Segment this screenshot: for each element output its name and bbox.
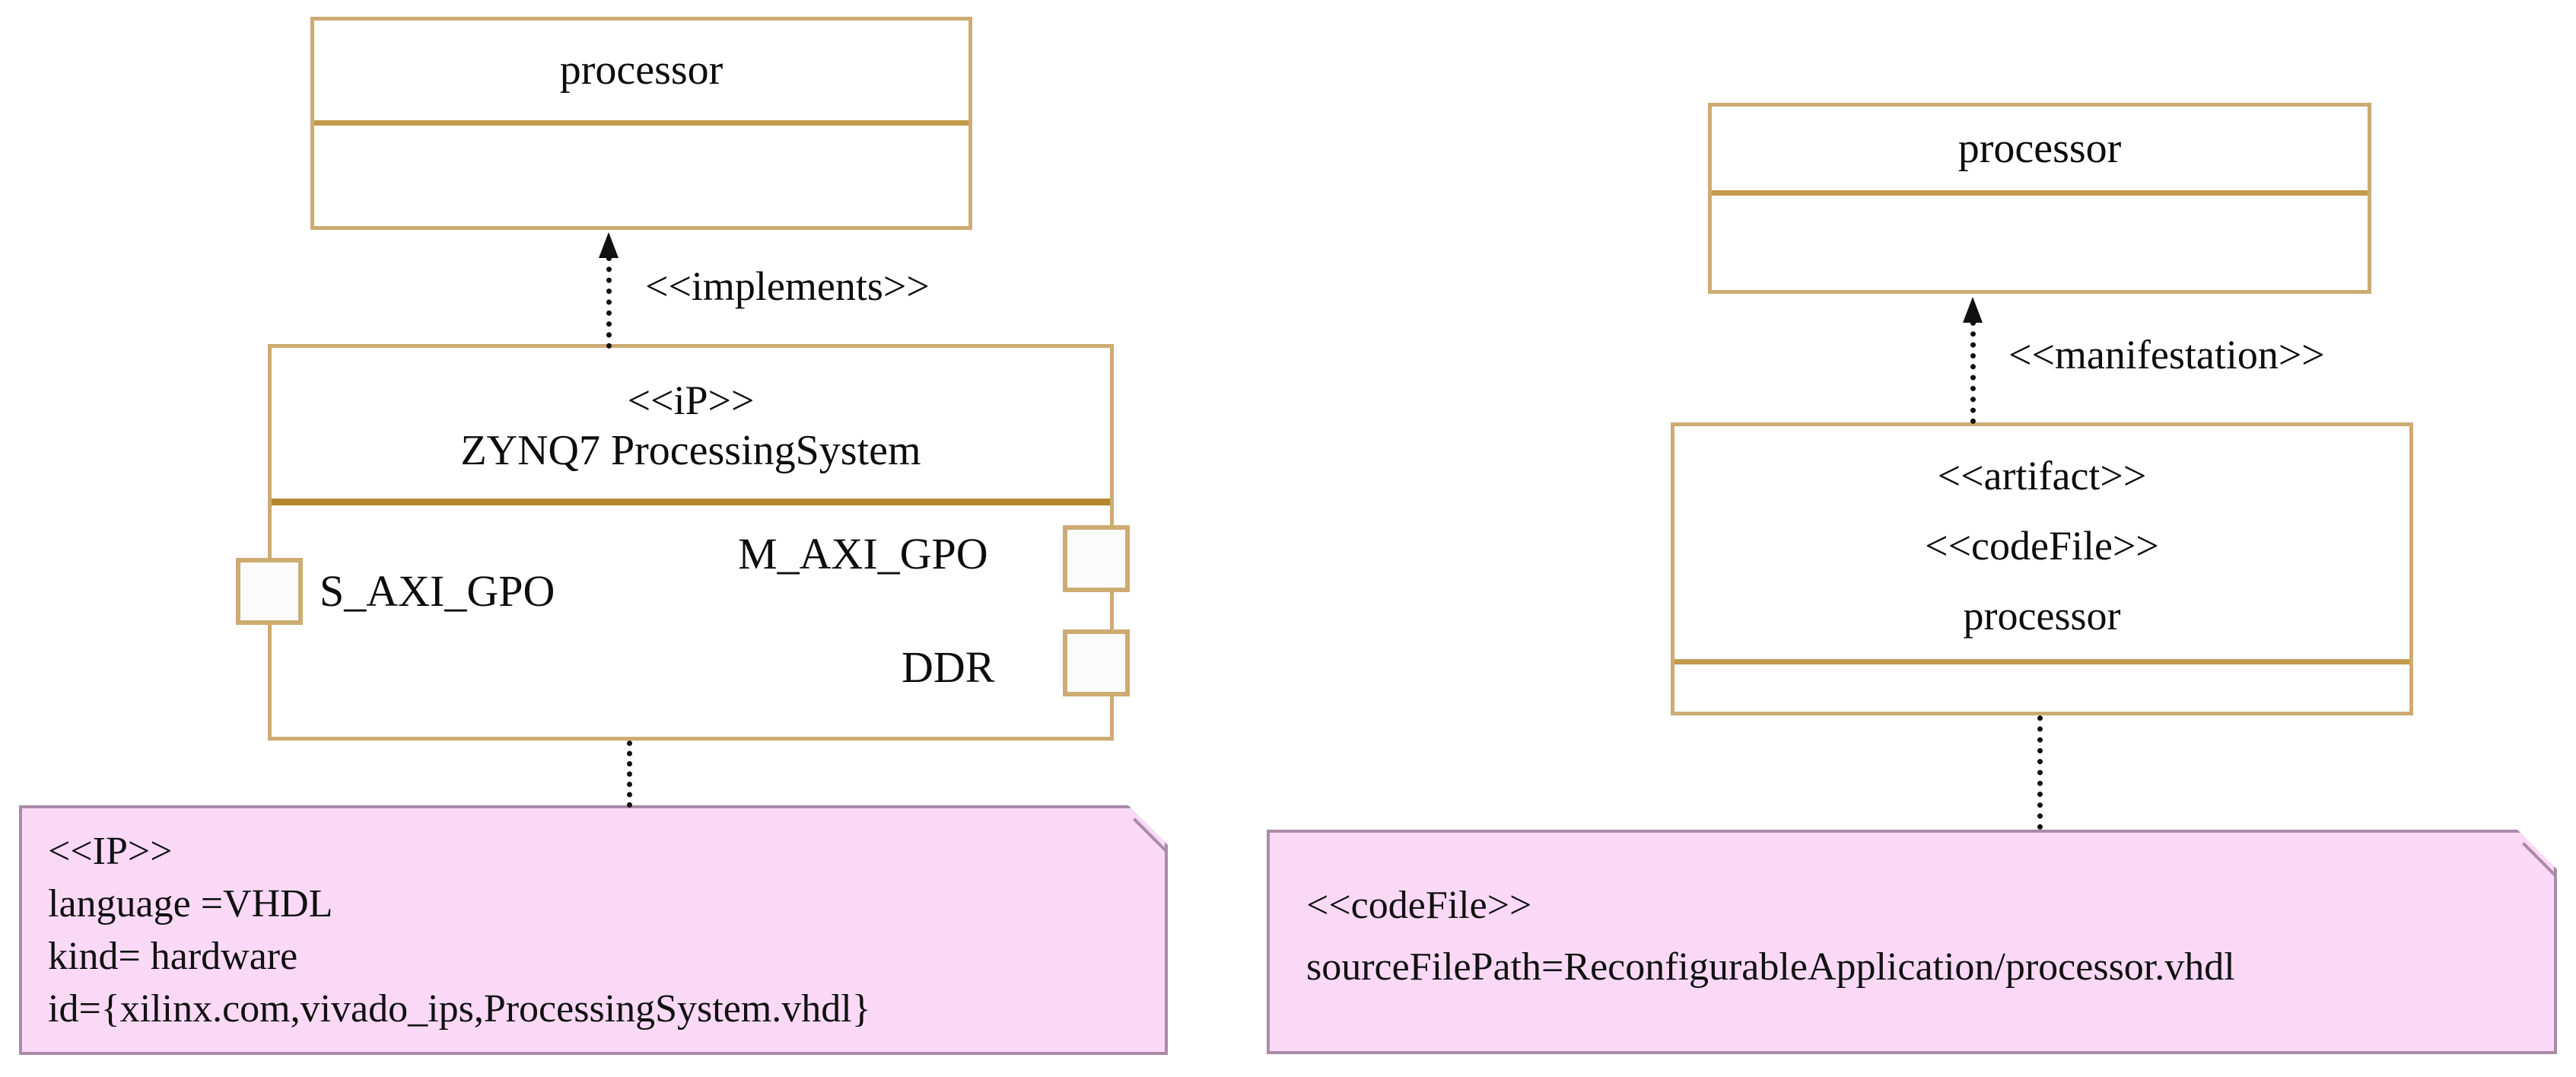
ip-note-dashed-line xyxy=(627,741,632,808)
manifestation-label: <<manifestation>> xyxy=(2008,332,2325,378)
zynq7-title-compartment: <<iP>> ZYNQ7 ProcessingSystem xyxy=(272,348,1110,499)
ip-note-line-1: <<IP>> xyxy=(48,830,173,873)
right-processor-empty-compartment xyxy=(1712,196,2368,290)
ip-note-line-3: kind= hardware xyxy=(48,935,298,979)
artifact-title-compartment: <<artifact>> <<codeFile>> processor xyxy=(1674,426,2409,659)
port-ddr[interactable] xyxy=(1063,629,1130,696)
right-processor-node[interactable]: processor xyxy=(1708,103,2371,294)
codefile-note-body: <<codeFile>> sourceFilePath=Reconfigurab… xyxy=(1306,875,2517,998)
artifact-stereotype-artifact: <<artifact>> xyxy=(1937,453,2147,499)
right-processor-divider xyxy=(1712,190,2368,196)
zynq7-stereotype: <<iP>> xyxy=(627,378,755,424)
left-processor-node[interactable]: processor xyxy=(310,17,972,230)
artifact-note-dashed-line xyxy=(2037,715,2043,830)
artifact-divider xyxy=(1674,659,2409,664)
zynq7-ports-compartment xyxy=(272,505,1110,737)
artifact-name: processor xyxy=(1963,592,2121,639)
left-processor-title-compartment: processor xyxy=(314,21,968,120)
port-ddr-label: DDR xyxy=(902,642,995,692)
ip-note-line-4: id={xilinx.com,vivado_ips,ProcessingSyst… xyxy=(48,987,871,1031)
codefile-note[interactable]: <<codeFile>> sourceFilePath=Reconfigurab… xyxy=(1267,830,2557,1054)
ip-note-line-2: language =VHDL xyxy=(48,882,333,926)
port-m-axi-gpo[interactable] xyxy=(1063,525,1130,592)
zynq7-divider xyxy=(272,499,1110,505)
left-processor-divider xyxy=(314,120,968,126)
processor-artifact-node[interactable]: <<artifact>> <<codeFile>> processor xyxy=(1671,422,2413,715)
right-processor-name: processor xyxy=(1957,124,2122,172)
ip-note[interactable]: <<IP>> language =VHDL kind= hardware id=… xyxy=(19,805,1168,1055)
left-processor-empty-compartment xyxy=(314,126,968,226)
right-processor-title-compartment: processor xyxy=(1712,107,2368,190)
codefile-note-line-1: <<codeFile>> xyxy=(1306,884,1532,927)
note-fold-corner xyxy=(1128,805,1168,845)
port-s-axi-gpo[interactable] xyxy=(236,558,303,625)
zynq7-ip-node[interactable]: <<iP>> ZYNQ7 ProcessingSystem xyxy=(268,344,1114,741)
implements-dashed-line xyxy=(606,256,612,349)
implements-arrowhead xyxy=(599,232,619,258)
codefile-note-fold-corner xyxy=(2517,830,2557,869)
artifact-stereotype-codefile: <<codeFile>> xyxy=(1925,523,2159,569)
implements-label: <<implements>> xyxy=(645,263,930,309)
artifact-empty-compartment xyxy=(1674,664,2409,712)
ip-note-body: <<IP>> language =VHDL kind= hardware id=… xyxy=(48,825,1139,1036)
zynq7-name: ZYNQ7 ProcessingSystem xyxy=(460,426,921,474)
codefile-note-line-2: sourceFilePath=ReconfigurableApplication… xyxy=(1306,945,2235,989)
port-m-axi-gpo-label: M_AXI_GPO xyxy=(738,529,988,578)
left-processor-name: processor xyxy=(559,46,724,94)
port-s-axi-gpo-label: S_AXI_GPO xyxy=(320,566,555,616)
manifestation-dashed-line xyxy=(1970,320,1976,424)
manifestation-arrowhead xyxy=(1963,297,1983,323)
